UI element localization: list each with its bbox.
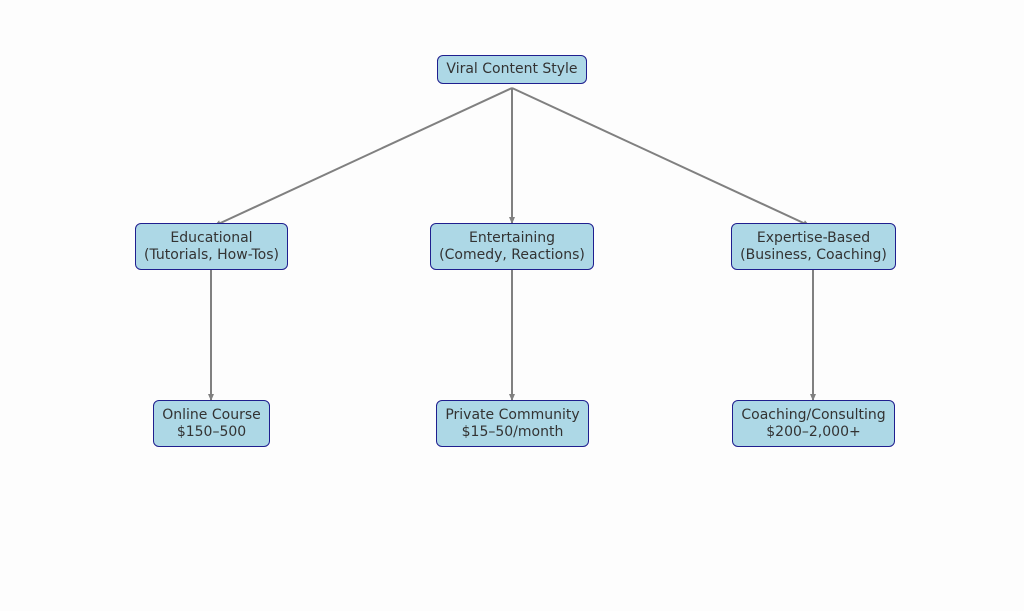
category-node-subtitle: (Comedy, Reactions) (439, 246, 585, 263)
offering-node-title: Private Community (445, 406, 580, 423)
category-node-expertise-based: Expertise-Based (Business, Coaching) (731, 223, 896, 270)
offering-node-title: Coaching/Consulting (741, 406, 886, 423)
category-node-entertaining: Entertaining (Comedy, Reactions) (430, 223, 594, 270)
offering-node-price: $200–2,000+ (766, 423, 861, 440)
category-node-subtitle: (Tutorials, How-Tos) (144, 246, 279, 263)
category-node-educational: Educational (Tutorials, How-Tos) (135, 223, 288, 270)
root-node-label: Viral Content Style (446, 61, 578, 77)
category-node-title: Educational (170, 229, 253, 246)
offering-node-price: $15–50/month (461, 423, 564, 440)
root-node-viral-content-style: Viral Content Style (437, 55, 587, 84)
edge-root-to-educational (213, 87, 513, 227)
offering-node-title: Online Course (162, 406, 261, 423)
category-node-subtitle: (Business, Coaching) (740, 246, 887, 263)
category-node-title: Entertaining (468, 229, 556, 246)
offering-node-online-course: Online Course $150–500 (153, 400, 270, 447)
offering-node-price: $150–500 (176, 423, 247, 440)
offering-node-private-community: Private Community $15–50/month (436, 400, 589, 447)
category-node-title: Expertise-Based (756, 229, 871, 246)
offering-node-coaching-consulting: Coaching/Consulting $200–2,000+ (732, 400, 895, 447)
edge-root-to-expertise (511, 87, 811, 227)
